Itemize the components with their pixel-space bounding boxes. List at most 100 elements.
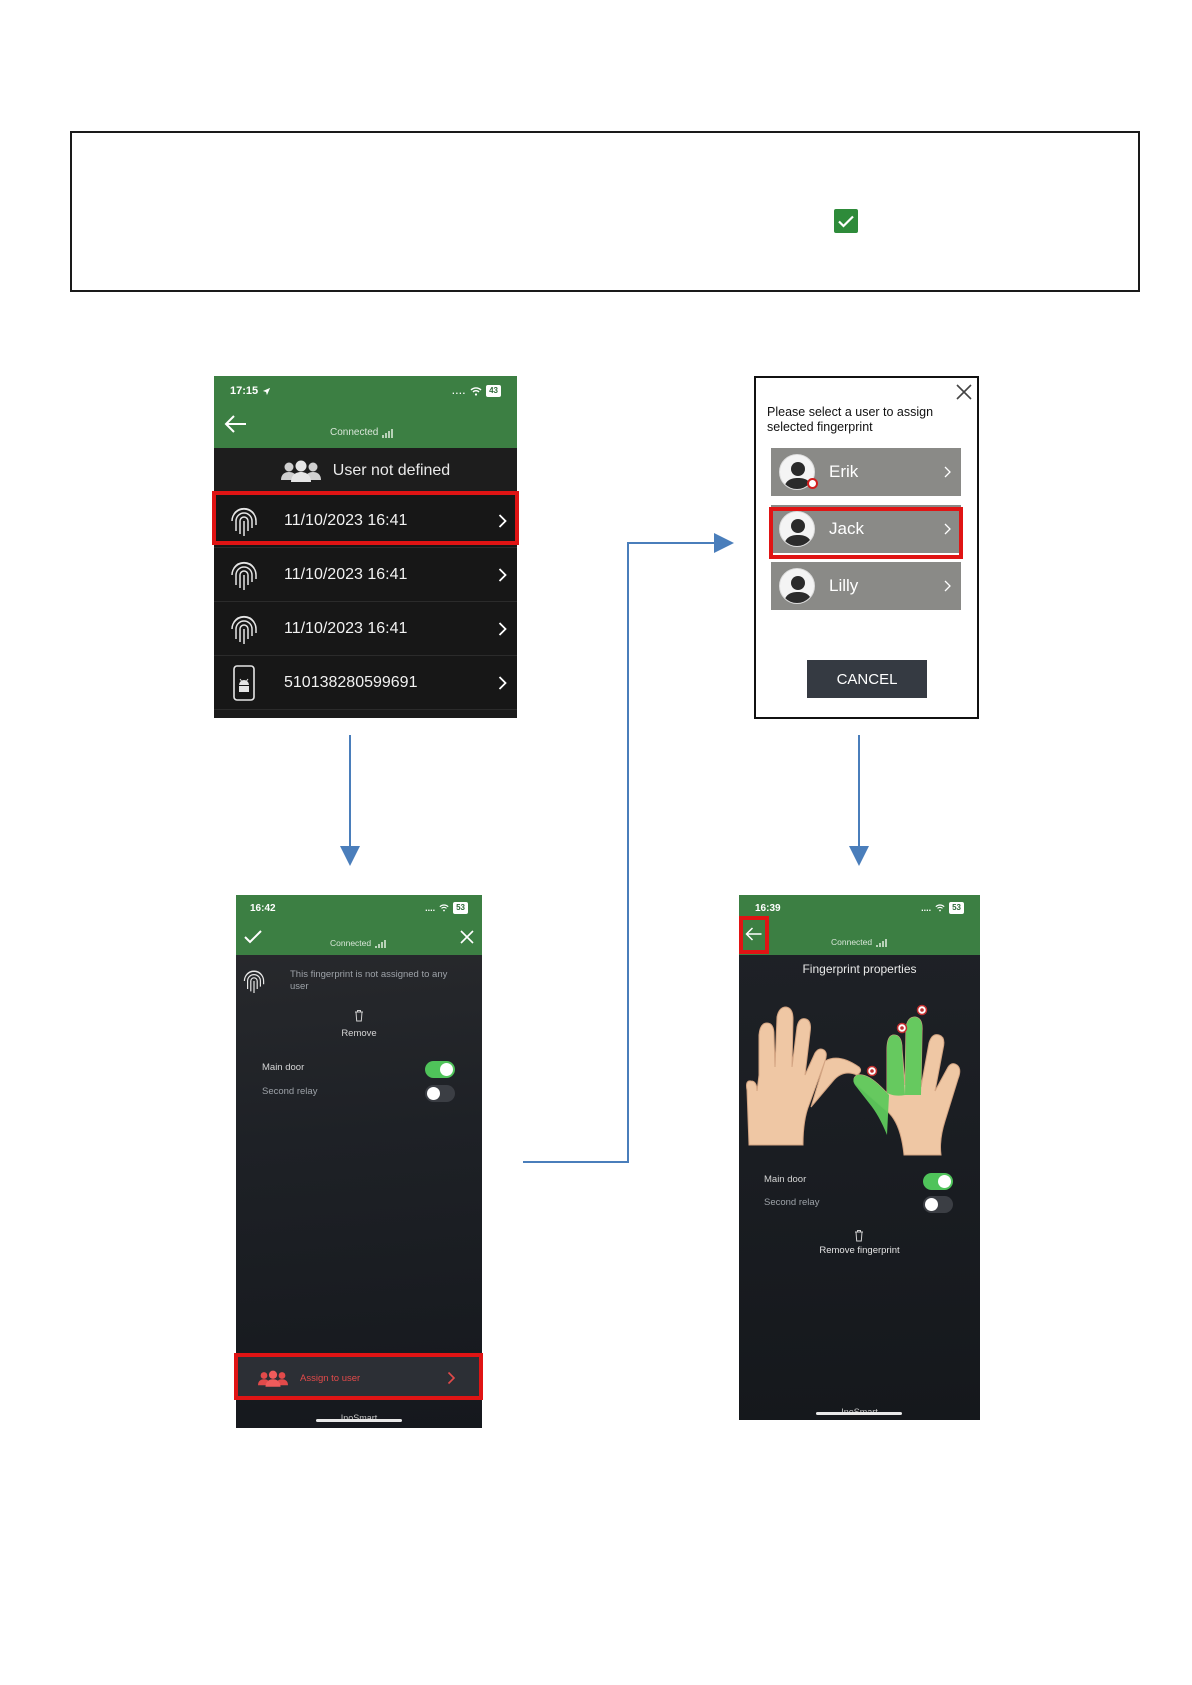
fingerprint-icon xyxy=(231,507,257,536)
list-item[interactable]: 510138280599691 xyxy=(214,656,517,710)
main-door-toggle[interactable] xyxy=(425,1061,455,1078)
chevron-right-icon xyxy=(944,580,951,592)
app-footer-brand: InoSmart xyxy=(340,1413,378,1423)
highlight-assign-to-user xyxy=(234,1353,483,1400)
confirm-check-icon[interactable] xyxy=(244,929,262,944)
back-arrow-icon[interactable] xyxy=(745,926,763,942)
dialog-prompt: Please select a user to assign selected … xyxy=(767,405,934,434)
cancel-button[interactable]: CANCEL xyxy=(807,660,927,698)
fingerprint-icon xyxy=(231,615,257,644)
remove-label[interactable]: Remove xyxy=(341,1028,377,1039)
status-bar: 16:39 .... 53 xyxy=(739,895,980,921)
fingerprint-icon xyxy=(243,970,265,993)
instruction-box xyxy=(70,131,1140,292)
trash-icon[interactable] xyxy=(354,1009,364,1022)
close-icon[interactable] xyxy=(955,383,973,401)
connection-label: Connected xyxy=(330,427,379,438)
android-phone-icon xyxy=(233,664,255,701)
user-header-band: User not defined xyxy=(214,448,517,494)
status-time: 17:15 xyxy=(230,385,259,397)
wifi-icon xyxy=(935,904,945,912)
highlight-back-button xyxy=(739,916,769,954)
screen-fingerprint-list: 17:15 .... 43 Connected User not defined… xyxy=(214,376,517,718)
connection-label: Connected xyxy=(831,937,873,947)
user-row-jack[interactable]: Jack xyxy=(771,505,961,553)
screen-fingerprint-details: 16:42 .... 53 Connected This fingerprint… xyxy=(236,895,482,1428)
close-icon[interactable] xyxy=(460,930,474,944)
status-bar: 17:15 .... 43 xyxy=(214,376,517,406)
user-row-erik[interactable]: Erik xyxy=(771,448,961,496)
chevron-right-icon xyxy=(498,621,507,636)
highlight-selected-user xyxy=(769,507,963,559)
signal-dots-icon: .... xyxy=(921,903,932,913)
signal-bars-icon xyxy=(375,940,387,948)
wifi-icon xyxy=(470,386,482,396)
home-indicator xyxy=(816,1412,902,1415)
users-group-icon xyxy=(280,460,321,482)
fingerprint-date: 11/10/2023 16:41 xyxy=(284,619,408,637)
hands-illustration xyxy=(746,1004,961,1156)
avatar xyxy=(779,511,815,547)
main-door-label: Main door xyxy=(764,1174,807,1185)
second-relay-toggle[interactable] xyxy=(923,1196,953,1213)
connection-status: Connected xyxy=(330,427,394,438)
checkmark-icon xyxy=(834,209,858,233)
chevron-right-icon xyxy=(498,675,507,690)
second-relay-label: Second relay xyxy=(262,1086,318,1097)
app-header: 16:42 .... 53 Connected xyxy=(236,895,482,955)
fingerprint-date: 11/10/2023 16:41 xyxy=(284,511,408,529)
signal-bars-icon xyxy=(876,939,888,947)
main-door-toggle[interactable] xyxy=(923,1173,953,1190)
fingerprint-badge-icon xyxy=(807,478,818,489)
main-door-label: Main door xyxy=(262,1062,305,1073)
battery-icon: 43 xyxy=(486,385,501,397)
assign-to-user-bar[interactable]: Assign to user xyxy=(236,1357,482,1399)
highlight-selected-fingerprint xyxy=(212,491,519,545)
second-relay-toggle[interactable] xyxy=(425,1085,455,1102)
arrow-c-to-b xyxy=(523,533,734,1163)
list-item[interactable]: 11/10/2023 16:41 xyxy=(214,494,517,548)
connection-label: Connected xyxy=(330,938,372,948)
chevron-right-icon xyxy=(944,523,951,535)
user-name: Lilly xyxy=(829,576,859,595)
user-name: Erik xyxy=(829,462,859,481)
wifi-icon xyxy=(439,904,449,912)
avatar xyxy=(779,568,815,604)
list-item[interactable]: 11/10/2023 16:41 xyxy=(214,602,517,656)
assign-to-user-label: Assign to user xyxy=(300,1372,361,1384)
chevron-right-icon xyxy=(498,567,507,582)
back-arrow-icon[interactable] xyxy=(224,414,248,434)
second-relay-label: Second relay xyxy=(764,1197,820,1208)
location-arrow-icon xyxy=(263,387,271,395)
phone-id: 510138280599691 xyxy=(284,673,418,691)
list-item[interactable]: 11/10/2023 16:41 xyxy=(214,548,517,602)
user-row-lilly[interactable]: Lilly xyxy=(771,562,961,610)
user-name: Jack xyxy=(829,519,864,538)
trash-icon[interactable] xyxy=(854,1229,864,1242)
chevron-right-icon xyxy=(944,466,951,478)
status-time: 16:42 xyxy=(250,902,276,914)
app-header: 16:39 .... 53 Connected xyxy=(739,895,980,955)
fingerprint-icon xyxy=(231,561,257,590)
fingerprint-date: 11/10/2023 16:41 xyxy=(284,565,408,583)
select-user-dialog: Please select a user to assign selected … xyxy=(754,376,979,719)
status-time: 16:39 xyxy=(755,902,781,914)
connection-status: Connected xyxy=(330,938,387,948)
signal-dots-icon: .... xyxy=(452,386,467,396)
not-assigned-text: This fingerprint is not assigned to any … xyxy=(290,969,448,992)
status-bar: 16:42 .... 53 xyxy=(236,895,482,921)
screen-fingerprint-properties: 16:39 .... 53 Connected Fingerprint prop… xyxy=(739,895,980,1420)
users-group-icon xyxy=(258,1370,288,1387)
remove-fingerprint-label[interactable]: Remove fingerprint xyxy=(819,1245,900,1256)
signal-dots-icon: .... xyxy=(425,903,436,913)
user-not-defined-label: User not defined xyxy=(332,462,451,479)
chevron-right-icon xyxy=(498,513,507,528)
connection-status: Connected xyxy=(831,937,888,947)
app-header: 17:15 .... 43 Connected xyxy=(214,376,517,448)
battery-icon: 53 xyxy=(949,902,964,914)
signal-bars-icon xyxy=(382,429,394,438)
battery-icon: 53 xyxy=(453,902,468,914)
chevron-right-icon xyxy=(447,1371,456,1385)
home-indicator xyxy=(316,1419,402,1422)
page-title: Fingerprint properties xyxy=(802,962,917,976)
